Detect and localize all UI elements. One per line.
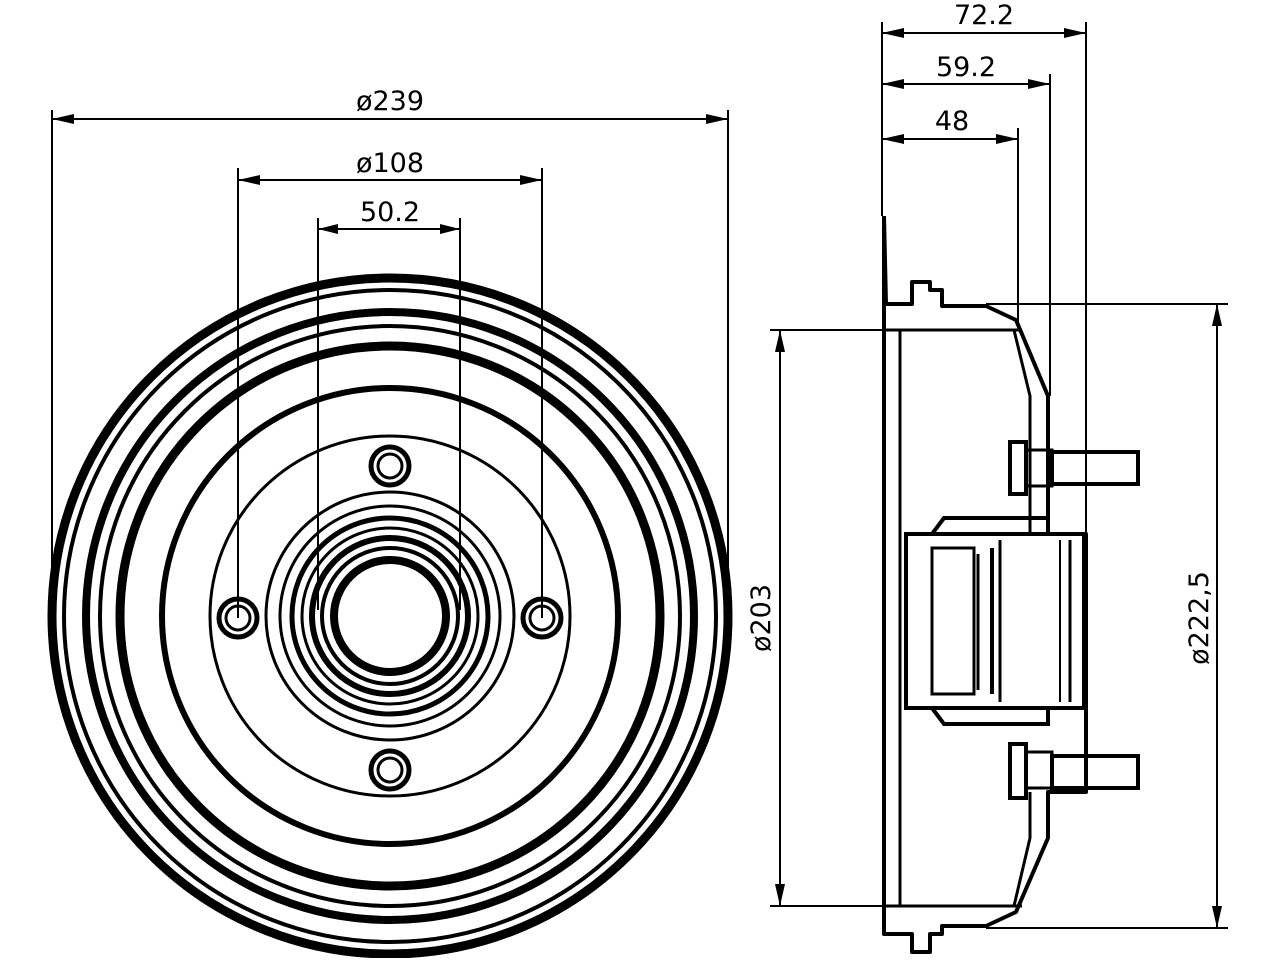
wheel-stud-bottom bbox=[1008, 742, 1140, 800]
dim-drum-outer-diameter: ø222,5 bbox=[1184, 571, 1215, 665]
side-view bbox=[882, 215, 1140, 954]
dim-center-bore: 50.2 bbox=[360, 197, 420, 228]
rim-ring-4 bbox=[98, 324, 682, 908]
hub-ring-6 bbox=[320, 546, 460, 686]
flange-circle bbox=[208, 434, 572, 798]
hub-ring-4 bbox=[300, 526, 480, 706]
drum-profile-outline bbox=[882, 215, 1088, 954]
hub-ring-2 bbox=[278, 504, 502, 728]
hub-ring-5 bbox=[309, 535, 471, 697]
dim-height-to-flange: 59.2 bbox=[936, 52, 996, 83]
drum-inner-wall bbox=[1012, 329, 1032, 907]
outer-rim-circle bbox=[47, 273, 733, 958]
rim-ring-2 bbox=[62, 288, 718, 944]
side-view-dimensions bbox=[770, 22, 1228, 929]
hub-bearing-outer bbox=[904, 532, 1086, 710]
dim-bolt-circle: ø108 bbox=[356, 148, 424, 179]
wheel-stud-top bbox=[1008, 440, 1140, 496]
dim-drum-inner-diameter: ø203 bbox=[746, 584, 777, 652]
dim-drum-depth: 48 bbox=[935, 106, 969, 137]
dim-outer-diameter: ø239 bbox=[356, 86, 424, 117]
hub-bearing-seat bbox=[930, 546, 976, 696]
hub-outer-ring bbox=[264, 490, 516, 742]
dim-overall-height: 72.2 bbox=[954, 0, 1014, 31]
hub-ring-3 bbox=[289, 515, 491, 717]
stud-hole-bottom bbox=[368, 748, 412, 792]
rim-ring-3 bbox=[82, 308, 698, 924]
front-view bbox=[47, 273, 733, 958]
rim-ring-5 bbox=[115, 341, 665, 891]
drum-face-ring bbox=[159, 385, 621, 847]
front-view-dimensions bbox=[51, 110, 729, 618]
stud-hole-top bbox=[368, 444, 412, 488]
center-bore bbox=[330, 556, 450, 676]
